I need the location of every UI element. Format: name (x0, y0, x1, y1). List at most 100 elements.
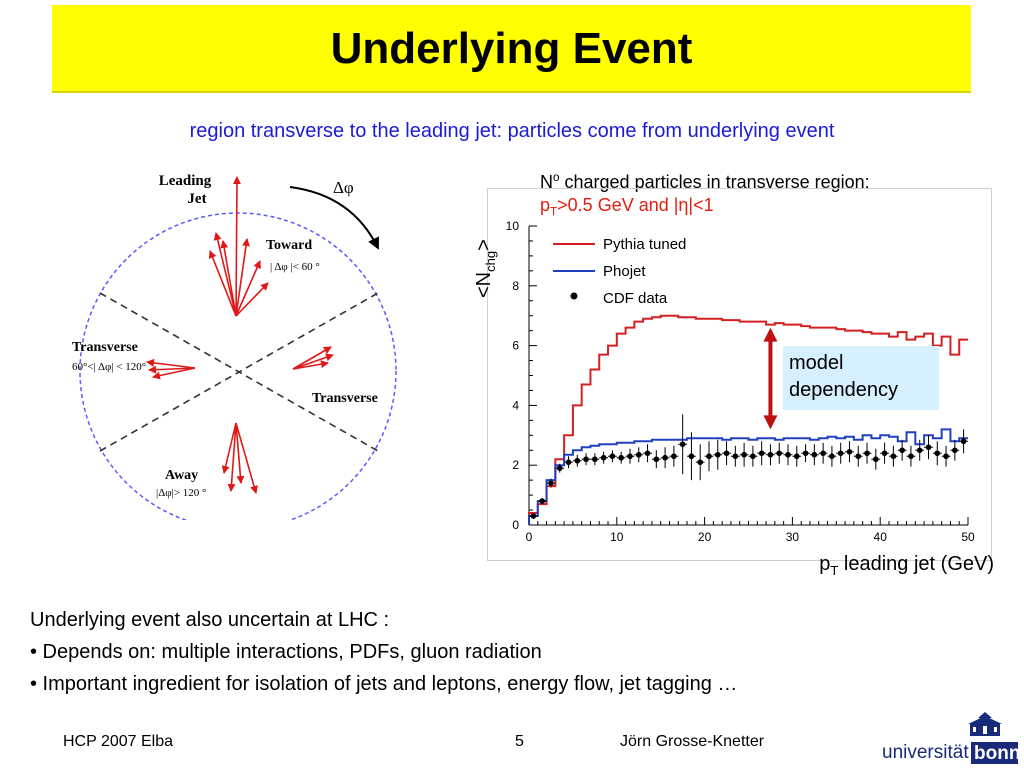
plot-frame (487, 188, 992, 561)
bullet-list: Underlying event also uncertain at LHC :… (30, 604, 737, 700)
region-circle (79, 212, 397, 520)
transverse-cut-label: 60°<| Δφ| < 120° (72, 361, 146, 373)
y-tick-label: 0 (512, 518, 519, 532)
data-point (943, 453, 949, 460)
data-point (539, 498, 545, 504)
slide-subtitle: region transverse to the leading jet: pa… (189, 120, 835, 142)
y-axis-label-a: <N (473, 271, 495, 298)
toward-cut-label: | Δφ |< 60 ° (270, 261, 320, 273)
region-diagram: Leading Jet Toward Transverse Transverse… (72, 173, 397, 520)
data-point (881, 450, 888, 457)
transverse-right-label: Transverse (312, 391, 378, 406)
x-tick-label: 20 (698, 530, 712, 544)
data-point (916, 447, 923, 454)
data-point (697, 459, 704, 466)
data-point (714, 451, 721, 458)
plot-cut-a: p (540, 195, 551, 215)
footer-author: Jörn Grosse-Knetter (620, 733, 765, 750)
data-point (960, 438, 967, 445)
data-point (723, 450, 730, 457)
footer-page-number: 5 (515, 733, 524, 750)
logo-text: bonn (974, 743, 1020, 764)
histogram-pythia-tuned (528, 314, 968, 525)
data-point (530, 513, 537, 519)
data-point (820, 450, 826, 457)
y-axis-label-b: > (473, 239, 495, 251)
data-point (635, 451, 642, 458)
y-axis-label: <Nchg> (473, 239, 498, 298)
data-point (855, 453, 862, 460)
data-point (592, 456, 598, 463)
bullet-item: • Important ingredient for isolation of … (30, 673, 738, 695)
data-point (671, 453, 677, 460)
data-point (829, 453, 835, 460)
data-point (952, 447, 958, 454)
data-point (574, 457, 581, 464)
y-tick-label: 10 (506, 219, 520, 233)
y-tick-label: 6 (512, 339, 519, 353)
data-point (767, 451, 774, 458)
data-point (609, 453, 616, 460)
slide-title: Underlying Event (330, 24, 693, 73)
data-point (618, 454, 624, 461)
away-cut-label: |Δφ|> 120 ° (156, 487, 206, 499)
bullet-item: • Depends on: multiple interactions, PDF… (30, 641, 542, 663)
data-point (908, 453, 914, 460)
x-tick-label: 30 (786, 530, 800, 544)
data-point (583, 456, 589, 463)
model-dependency-box: model dependency (783, 346, 939, 410)
data-point (873, 456, 879, 463)
x-tick-label: 40 (874, 530, 888, 544)
legend-entry: CDF data (603, 290, 668, 307)
data-point (548, 480, 554, 486)
transverse-left-label: Transverse (72, 340, 138, 355)
x-axis-label-sub: T (830, 563, 839, 578)
data-point (785, 451, 791, 458)
model-dependency-arrow-head (763, 327, 778, 342)
data-point (732, 453, 739, 460)
data-point (556, 465, 563, 471)
data-point (679, 441, 686, 448)
bullet-intro: Underlying event also uncertain at LHC : (30, 609, 390, 631)
data-point (802, 450, 809, 457)
toward-arrows (208, 176, 269, 317)
data-point (741, 451, 747, 458)
plot-title-sup: o (553, 171, 560, 184)
y-tick-label: 8 (512, 279, 519, 293)
legend-swatch (570, 292, 578, 300)
data-point (837, 450, 844, 457)
toward-label: Toward (266, 238, 312, 253)
data-point (864, 450, 870, 457)
transverse-left-arrows (146, 358, 196, 380)
data-point (934, 450, 941, 457)
transverse-right-arrows (292, 346, 334, 370)
data-point (890, 453, 897, 460)
data-point (662, 454, 668, 461)
title-banner: Underlying Event (52, 5, 971, 93)
data-point (811, 451, 818, 458)
data-point (758, 450, 765, 457)
plot-title: No charged particles in transverse regio… (540, 166, 870, 224)
data-point (653, 456, 660, 463)
data-point (776, 450, 783, 457)
x-axis-label: pT leading jet (GeV) (819, 553, 994, 578)
data-point (846, 448, 853, 455)
x-axis-label-b: leading jet (GeV) (838, 553, 994, 575)
data-point (925, 444, 932, 451)
away-arrows (221, 422, 258, 494)
model-dependency-arrow-head (763, 415, 778, 430)
footer-event: HCP 2007 Elba (63, 733, 173, 750)
data-point (706, 453, 712, 460)
y-tick-label: 2 (512, 458, 519, 472)
y-tick-label: 4 (512, 398, 519, 412)
data-point (627, 453, 633, 460)
x-tick-label: 0 (526, 530, 533, 544)
plot-cut-b: >0.5 GeV and |η|<1 (557, 195, 714, 215)
plot-title-text: N (540, 172, 553, 192)
data-point (793, 453, 800, 460)
data-point (899, 447, 905, 454)
plot-title-rest: charged particles in transverse region: (559, 172, 870, 192)
leading-jet-label: Jet (187, 191, 206, 207)
leading-jet-label: Leading (159, 173, 212, 189)
